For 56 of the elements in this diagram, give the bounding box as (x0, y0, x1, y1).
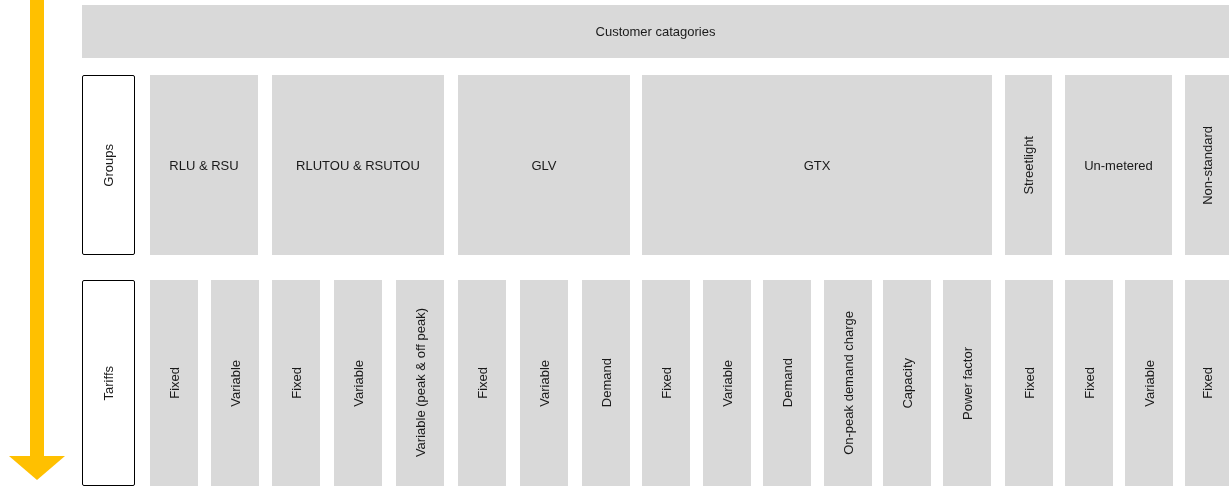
row-label: Tariffs (101, 365, 116, 401)
tariff-name: Variable (719, 359, 735, 407)
tariff-box (396, 280, 444, 486)
row-label: Groups (101, 143, 116, 187)
tariff-box (1005, 280, 1053, 486)
tariff-name: Fixed (166, 367, 182, 399)
tariff-name: Variable (536, 359, 552, 407)
row-label-box (82, 280, 135, 486)
tariff-name: Demand (779, 358, 795, 408)
tariff-name: Demand (598, 358, 614, 408)
group-name: RLUTOU & RSUTOU (296, 157, 420, 173)
group-box (1005, 75, 1052, 255)
band-title: Customer catagories (595, 24, 716, 39)
group-box (1065, 75, 1172, 255)
tariff-box (763, 280, 811, 486)
tariff-box (883, 280, 931, 486)
tariff-box (1125, 280, 1173, 486)
tariff-name: Power factor (959, 346, 975, 420)
group-name: Un-metered (1084, 157, 1153, 173)
tariff-name: Fixed (1021, 367, 1037, 399)
tariff-box (582, 280, 630, 486)
tariff-box (1185, 280, 1229, 486)
tariff-box (1065, 280, 1113, 486)
group-box (458, 75, 630, 255)
tariff-name: Fixed (288, 367, 304, 399)
tariff-box (943, 280, 991, 486)
group-box (642, 75, 992, 255)
tariff-name: Fixed (658, 367, 674, 399)
tariff-box (824, 280, 872, 486)
group-name: Non-standard (1199, 125, 1215, 205)
tariff-name: Fixed (1081, 367, 1097, 399)
group-box (272, 75, 444, 255)
tariff-name: Variable (350, 359, 366, 407)
tariff-box (272, 280, 320, 486)
group-name: GLV (531, 157, 557, 173)
group-box (1185, 75, 1229, 255)
tariff-name: Variable (1141, 359, 1157, 407)
tariff-name: Capacity (899, 357, 915, 409)
group-name: GTX (803, 157, 831, 173)
tariff-name: On-peak demand charge (840, 311, 856, 455)
group-name: Streetlight (1021, 135, 1036, 195)
tariff-box (150, 280, 198, 486)
tariff-box (520, 280, 568, 486)
tariff-box (458, 280, 506, 486)
row-label-box (82, 75, 135, 255)
tariff-box (703, 280, 751, 486)
tariff-name: Variable (peak & off peak) (412, 308, 428, 458)
tariff-name: Fixed (474, 367, 490, 399)
group-name: RLU & RSU (169, 157, 239, 173)
tariff-box (211, 280, 259, 486)
tariff-name: Fixed (1199, 367, 1215, 399)
tariff-box (334, 280, 382, 486)
tariff-name: Variable (227, 359, 243, 407)
group-box (150, 75, 258, 255)
category-band (82, 5, 1229, 58)
tariff-box (642, 280, 690, 486)
